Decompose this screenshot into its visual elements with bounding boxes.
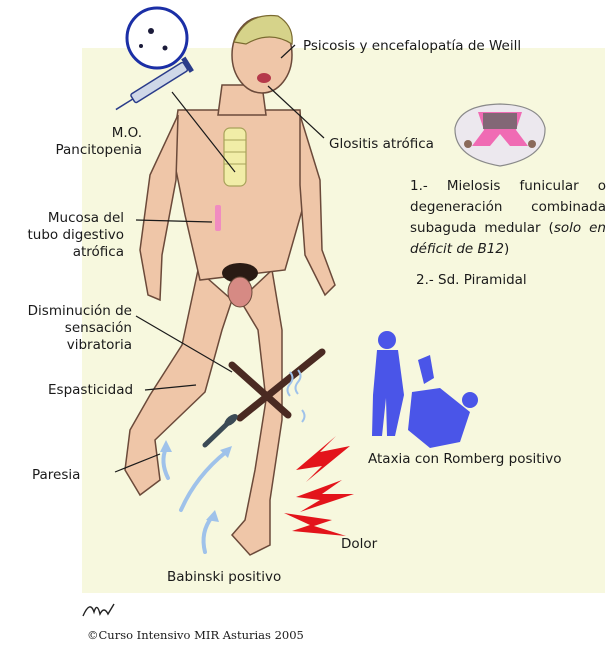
mucosa-label-line1: Mucosa del (8, 210, 124, 227)
human-figure (125, 16, 335, 555)
babinski-label: Babinski positivo (167, 569, 281, 586)
mucosa-label-line3: atrófica (8, 244, 124, 261)
copyright: ©Curso Intensivo MIR Asturias 2005 (87, 628, 304, 642)
mo-label-line2: Pancitopenia (8, 142, 142, 159)
vibratoria-label-line2: sensación (8, 320, 132, 337)
finding-2: 2.- Sd. Piramidal (416, 272, 527, 289)
lightning-bolt-icon (284, 436, 354, 536)
finding-1: 1.- Mielosis funicular o degeneración co… (410, 176, 606, 260)
espasticidad-label: Espasticidad (48, 382, 133, 399)
mo-label: M.O. Pancitopenia (8, 125, 142, 159)
vibratoria-label: Disminución de sensación vibratoria (8, 303, 132, 354)
glositis-label: Glositis atrófica (329, 136, 434, 153)
psicosis-label: Psicosis y encefalopatía de Weill (303, 38, 521, 55)
mo-label-line1: M.O. (8, 125, 142, 142)
blood-smear-icon (127, 8, 187, 68)
vibratoria-label-line1: Disminución de (8, 303, 132, 320)
signature (80, 598, 120, 622)
mucosa-label-line2: tubo digestivo (8, 227, 124, 244)
falling-person-icon (372, 331, 478, 448)
paresia-label: Paresia (32, 467, 80, 484)
dolor-label: Dolor (341, 536, 377, 553)
spinal-cord-section-icon (455, 104, 545, 166)
ataxia-label: Ataxia con Romberg positivo (368, 451, 562, 468)
vibratoria-label-line3: vibratoria (8, 337, 132, 354)
mucosa-label: Mucosa del tubo digestivo atrófica (8, 210, 124, 261)
finding-1-suffix: ) (504, 241, 509, 257)
reflex-arrows (163, 448, 226, 552)
nail-icon (205, 412, 240, 445)
